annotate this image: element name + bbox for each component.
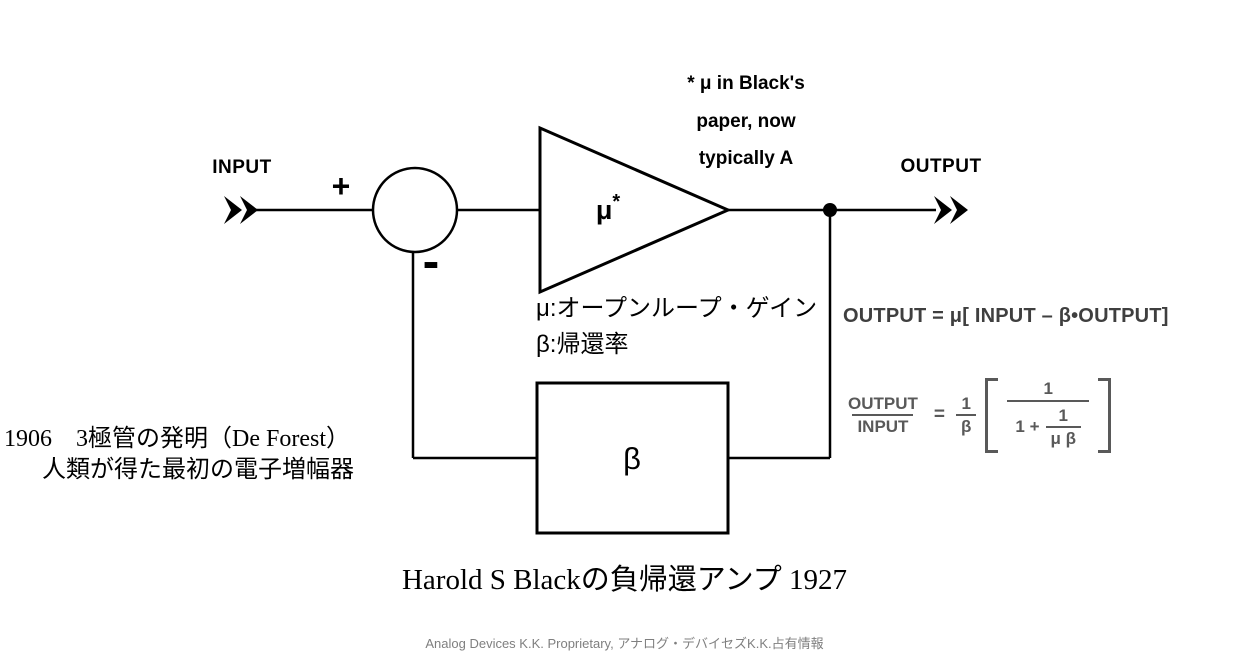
- gain-mu: μ: [596, 195, 613, 225]
- annotation-line-1: * μ in Black's: [687, 73, 805, 94]
- annotation-line-3: typically A: [699, 148, 794, 169]
- right-bracket: [1098, 378, 1111, 453]
- gain-star: *: [612, 191, 620, 213]
- input-arrow-icon: [224, 196, 258, 224]
- history-line-2: 人類が得た最初の電子増幅器: [42, 457, 354, 484]
- feedback-block: [535, 381, 730, 535]
- input-label: INPUT: [212, 157, 272, 178]
- left-bracket: [985, 378, 999, 453]
- recip-numerator: 1: [961, 393, 971, 413]
- amplifier-gain-label: μ*: [596, 191, 621, 225]
- output-label: OUTPUT: [900, 156, 981, 177]
- frac-inner: 1 1 + 1 μ β: [1007, 378, 1089, 453]
- frac-one-over-beta: 1 β: [956, 393, 977, 438]
- open-loop-gain-note: μ:オープンループ・ゲイン: [536, 295, 817, 322]
- annotation-line-2: paper, now: [696, 111, 795, 132]
- frac-lhs-denominator: INPUT: [852, 414, 914, 438]
- beta-block-label: β: [623, 441, 641, 476]
- inner-denominator: 1 + 1 μ β: [1007, 399, 1089, 453]
- inner-denominator-prefix: 1 +: [1015, 417, 1040, 437]
- output-node-dot: [823, 203, 837, 217]
- frac-loop-gain: 1 μ β: [1045, 405, 1081, 450]
- feedback-ratio-note: β:帰還率: [536, 331, 628, 358]
- plus-sign: +: [332, 168, 351, 204]
- loop-gain-numerator: 1: [1058, 405, 1068, 425]
- output-arrow-icon: [934, 196, 968, 224]
- frac-output-over-input: OUTPUT INPUT: [843, 393, 923, 438]
- equation-transfer-function: OUTPUT INPUT = 1 β 1 1 + 1 μ β: [843, 378, 1111, 453]
- slide-title: Harold S Blackの負帰還アンプ 1927: [401, 564, 848, 596]
- amplifier-triangle: [538, 125, 732, 295]
- equation-output: OUTPUT = μ[ INPUT – β•OUTPUT]: [843, 305, 1169, 327]
- recip-denominator: β: [956, 414, 977, 438]
- inner-numerator: 1: [1043, 379, 1053, 398]
- minus-sign: -: [423, 233, 440, 289]
- equals-sign: =: [933, 404, 945, 426]
- frac-lhs-numerator: OUTPUT: [848, 393, 918, 413]
- footer-proprietary-note: Analog Devices K.K. Proprietary, アナログ・デバ…: [425, 636, 824, 651]
- loop-gain-denominator: μ β: [1045, 426, 1081, 450]
- summing-junction: [371, 166, 459, 254]
- history-line-1: 1906 3極管の発明（De Forest）: [4, 426, 350, 452]
- mu-annotation: * μ in Black's paper, now typically A: [687, 73, 805, 169]
- history-note: 1906 3極管の発明（De Forest） 人類が得た最初の電子増幅器: [4, 424, 354, 486]
